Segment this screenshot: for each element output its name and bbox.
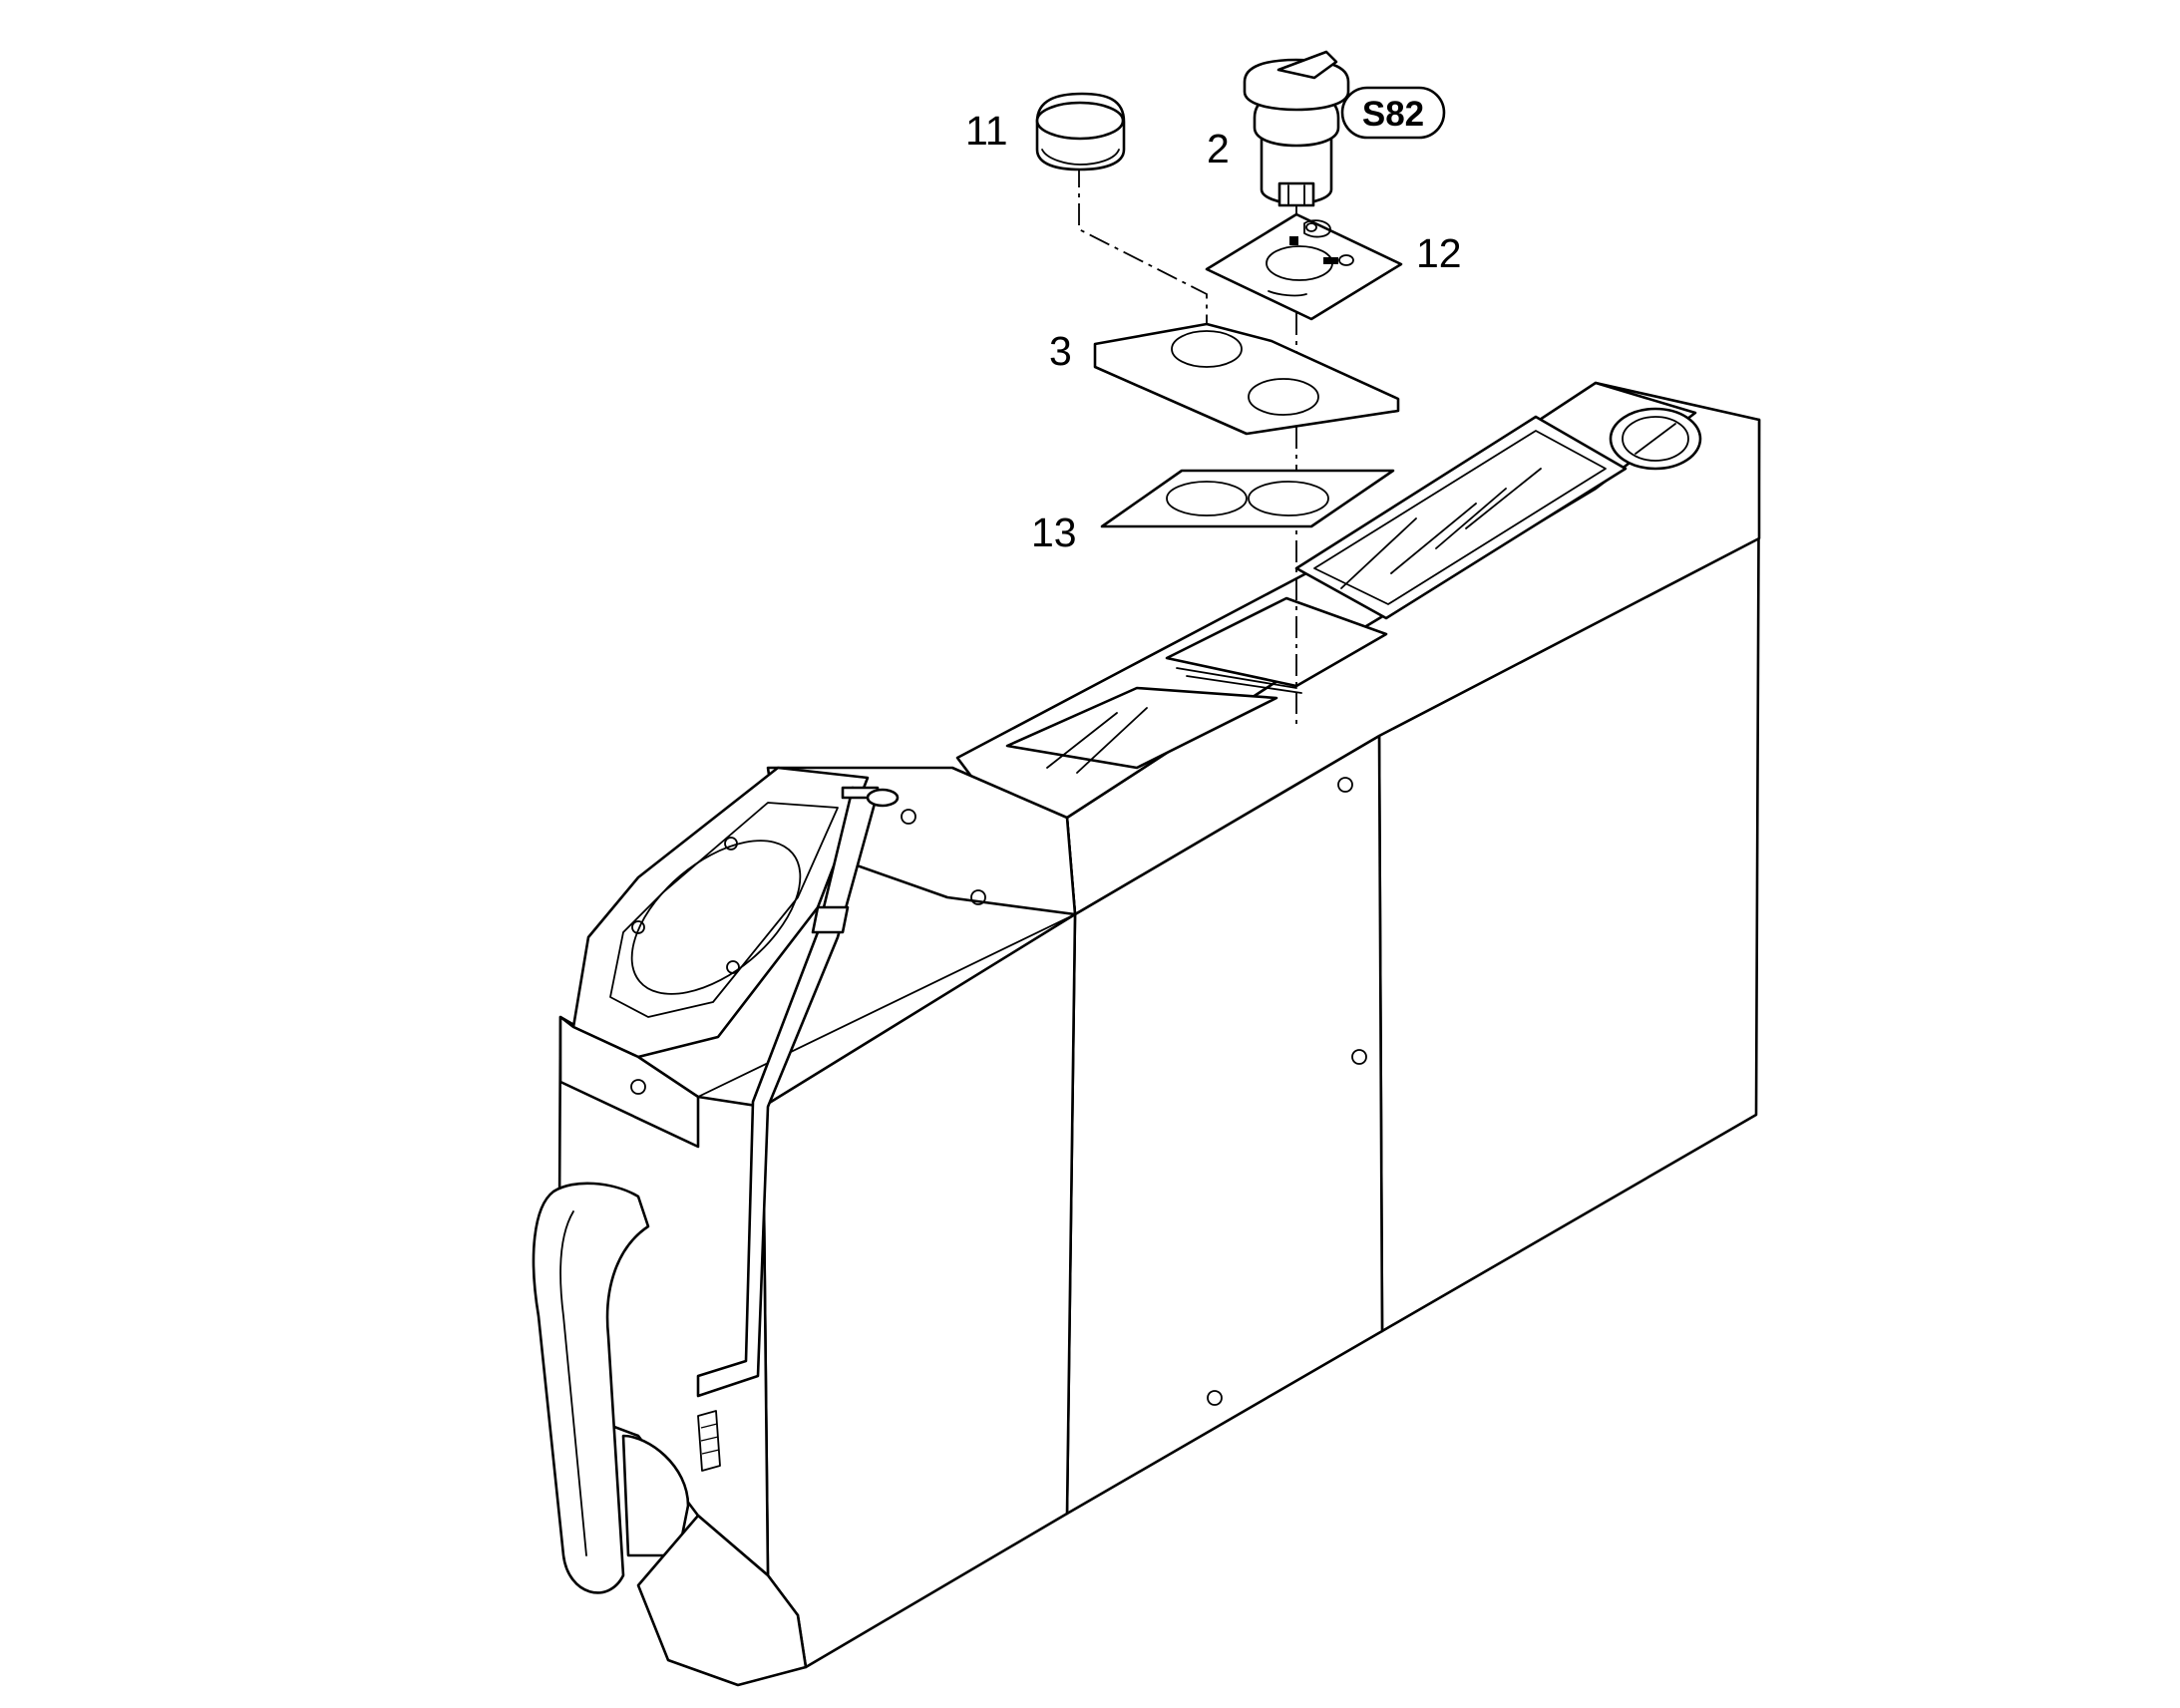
tank-middle-recess xyxy=(1005,686,1278,774)
part-11-plug xyxy=(1035,92,1126,171)
s82-reference-badge: S82 xyxy=(1340,86,1446,140)
tank-side-panel-lower xyxy=(761,912,1077,1669)
tank-label-plate xyxy=(697,1410,721,1472)
callout-11: 11 xyxy=(965,108,1008,154)
callout-2: 2 xyxy=(1207,126,1230,171)
lower-seam xyxy=(697,913,1076,1098)
part-12-symbol-plate xyxy=(1205,212,1403,321)
tank-body xyxy=(532,381,1761,1687)
rear-filler-cap xyxy=(1609,407,1702,471)
breather-pipe xyxy=(696,786,900,1398)
part-13-gasket xyxy=(1100,469,1395,528)
tank-bottom-foot xyxy=(636,1514,808,1687)
panel-seam xyxy=(1378,735,1383,1332)
callout-3: 3 xyxy=(1049,328,1072,374)
s82-badge-label: S82 xyxy=(1362,95,1424,134)
callout-13: 13 xyxy=(1031,510,1077,555)
part-3-flange-plate xyxy=(1093,322,1400,436)
front-filler-housing xyxy=(558,766,870,1149)
leader-part-11 xyxy=(1078,166,1208,329)
part-2-sender xyxy=(1243,50,1350,207)
tank-rear-recess xyxy=(1294,415,1628,620)
tank-handle xyxy=(532,1182,690,1594)
callout-12: 12 xyxy=(1416,230,1462,276)
sender-opening xyxy=(1165,596,1388,694)
